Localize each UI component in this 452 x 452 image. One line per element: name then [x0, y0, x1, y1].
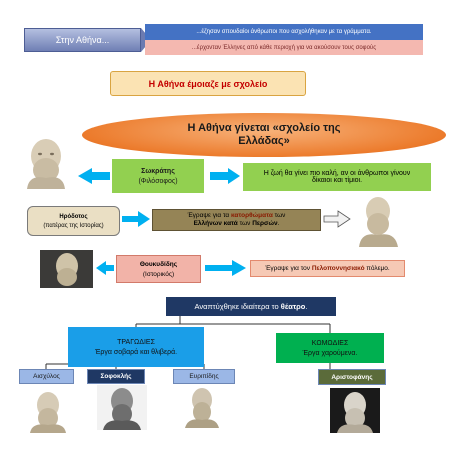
herodotus-desc-bold2: Ελλήνων κατά	[193, 220, 238, 227]
scholars-box: ...έζησαν σπουδαίοι άνθρωποι που ασχολήθ…	[145, 24, 423, 40]
socrates-description-box: Η ζωή θα γίνει πιο καλή, αν οι άνθρωποι …	[243, 163, 431, 191]
euripides-bust-image	[180, 384, 224, 428]
socrates-description: Η ζωή θα γίνει πιο καλή, αν οι άνθρωποι …	[263, 170, 411, 184]
scholars-text: ...έζησαν σπουδαίοι άνθρωποι που ασχολήθ…	[196, 29, 372, 35]
greeks-text: ...έρχονταν Έλληνες από κάθε περιοχή για…	[191, 44, 377, 51]
athens-label-text: Στην Αθήνα...	[55, 35, 110, 45]
euripides-label: Ευριπίδης	[173, 369, 235, 384]
thucydides-bust-image	[40, 250, 93, 288]
sophocles-label: Σοφοκλής	[87, 369, 145, 384]
herodotus-desc-end: .	[277, 220, 280, 227]
euripides-name: Ευριπίδης	[189, 373, 219, 380]
comedies-title: ΚΩΜΩΔΙΕΣ	[311, 339, 349, 347]
herodotus-role: (πατέρας της Ιστορίας)	[43, 222, 104, 229]
thucydides-desc-bold: Πελοποννησιακό	[311, 265, 365, 272]
arrow-right-icon	[210, 168, 240, 184]
socrates-box: Σωκράτης (Φιλόσοφος)	[112, 159, 204, 193]
herodotus-bust-image	[355, 193, 402, 247]
theatre-box: Αναπτύχθηκε ιδιαίτερα το θέατρο.	[166, 297, 336, 316]
aristophanes-bust-image	[330, 388, 380, 433]
arrow-right-icon	[205, 260, 246, 276]
arrow-left-icon	[78, 168, 110, 184]
aeschylus-bust-image	[22, 388, 74, 433]
socrates-bust-image	[19, 134, 73, 189]
aeschylus-name: Αισχύλος	[33, 373, 60, 380]
arrow-right-icon	[122, 211, 150, 227]
herodotus-desc-prefix: Έγραψε για τα	[187, 211, 231, 219]
arrow-left-icon	[96, 261, 114, 275]
thucydides-name: Θουκυδίδης	[139, 260, 178, 268]
herodotus-box: Ηρόδοτος (πατέρας της Ιστορίας)	[27, 206, 120, 236]
sophocles-bust-image	[97, 385, 147, 430]
theatre-prefix: Αναπτύχθηκε ιδιαίτερα το	[194, 302, 281, 311]
greeks-box: ...έρχονταν Έλληνες από κάθε περιοχή για…	[145, 40, 423, 55]
athens-label: Στην Αθήνα...	[24, 28, 141, 52]
thucydides-desc-end: πόλεμο.	[364, 265, 390, 272]
herodotus-desc-mid2: των	[237, 220, 253, 227]
theatre-end: .	[305, 302, 308, 311]
school-oval-line1: Η Αθήνα γίνεται «σχολείο της	[187, 122, 341, 135]
thucydides-role: (Ιστορικός)	[142, 270, 175, 278]
socrates-name: Σωκράτης	[141, 167, 175, 175]
herodotus-description-box: Έγραψε για τα κατορθώματα των Ελλήνων κα…	[152, 209, 321, 231]
comedies-box: ΚΩΜΩΔΙΕΣ Έργα χαρούμενα.	[276, 333, 384, 363]
arrow-right-icon	[323, 210, 351, 228]
school-oval: Η Αθήνα γίνεται «σχολείο της Ελλάδας»	[82, 113, 446, 157]
thucydides-description-box: Έγραψε για τον Πελοποννησιακό πόλεμο.	[250, 260, 405, 277]
school-oval-line2: Ελλάδας»	[238, 135, 290, 147]
theatre-bold: θέατρο	[280, 302, 306, 311]
herodotus-desc-bold1: κατορθώματα	[231, 211, 273, 219]
school-banner-text: Η Αθήνα έμοιαζε με σχολείο	[148, 78, 268, 89]
herodotus-name: Ηρόδοτος	[59, 213, 88, 220]
socrates-role: (Φιλόσοφος)	[138, 177, 178, 185]
thucydides-desc-prefix: Έγραψε για τον	[265, 265, 312, 272]
herodotus-desc-bold3: Περσών	[252, 220, 278, 227]
aristophanes-name: Αριστοφάνης	[331, 373, 373, 381]
sophocles-name: Σοφοκλής	[100, 373, 132, 380]
tragedies-box: ΤΡΑΓΩΔΙΕΣ Έργα σοβαρά και θλιβερά.	[68, 327, 204, 367]
comedies-desc: Έργα χαρούμενα.	[302, 349, 358, 357]
aristophanes-label: Αριστοφάνης	[318, 369, 386, 385]
tragedies-desc: Έργα σοβαρά και θλιβερά.	[94, 348, 178, 356]
herodotus-desc-mid: των	[272, 211, 286, 219]
thucydides-box: Θουκυδίδης (Ιστορικός)	[116, 255, 201, 283]
aeschylus-label: Αισχύλος	[19, 369, 74, 384]
tragedies-title: ΤΡΑΓΩΔΙΕΣ	[117, 338, 155, 346]
school-banner: Η Αθήνα έμοιαζε με σχολείο	[110, 71, 306, 96]
